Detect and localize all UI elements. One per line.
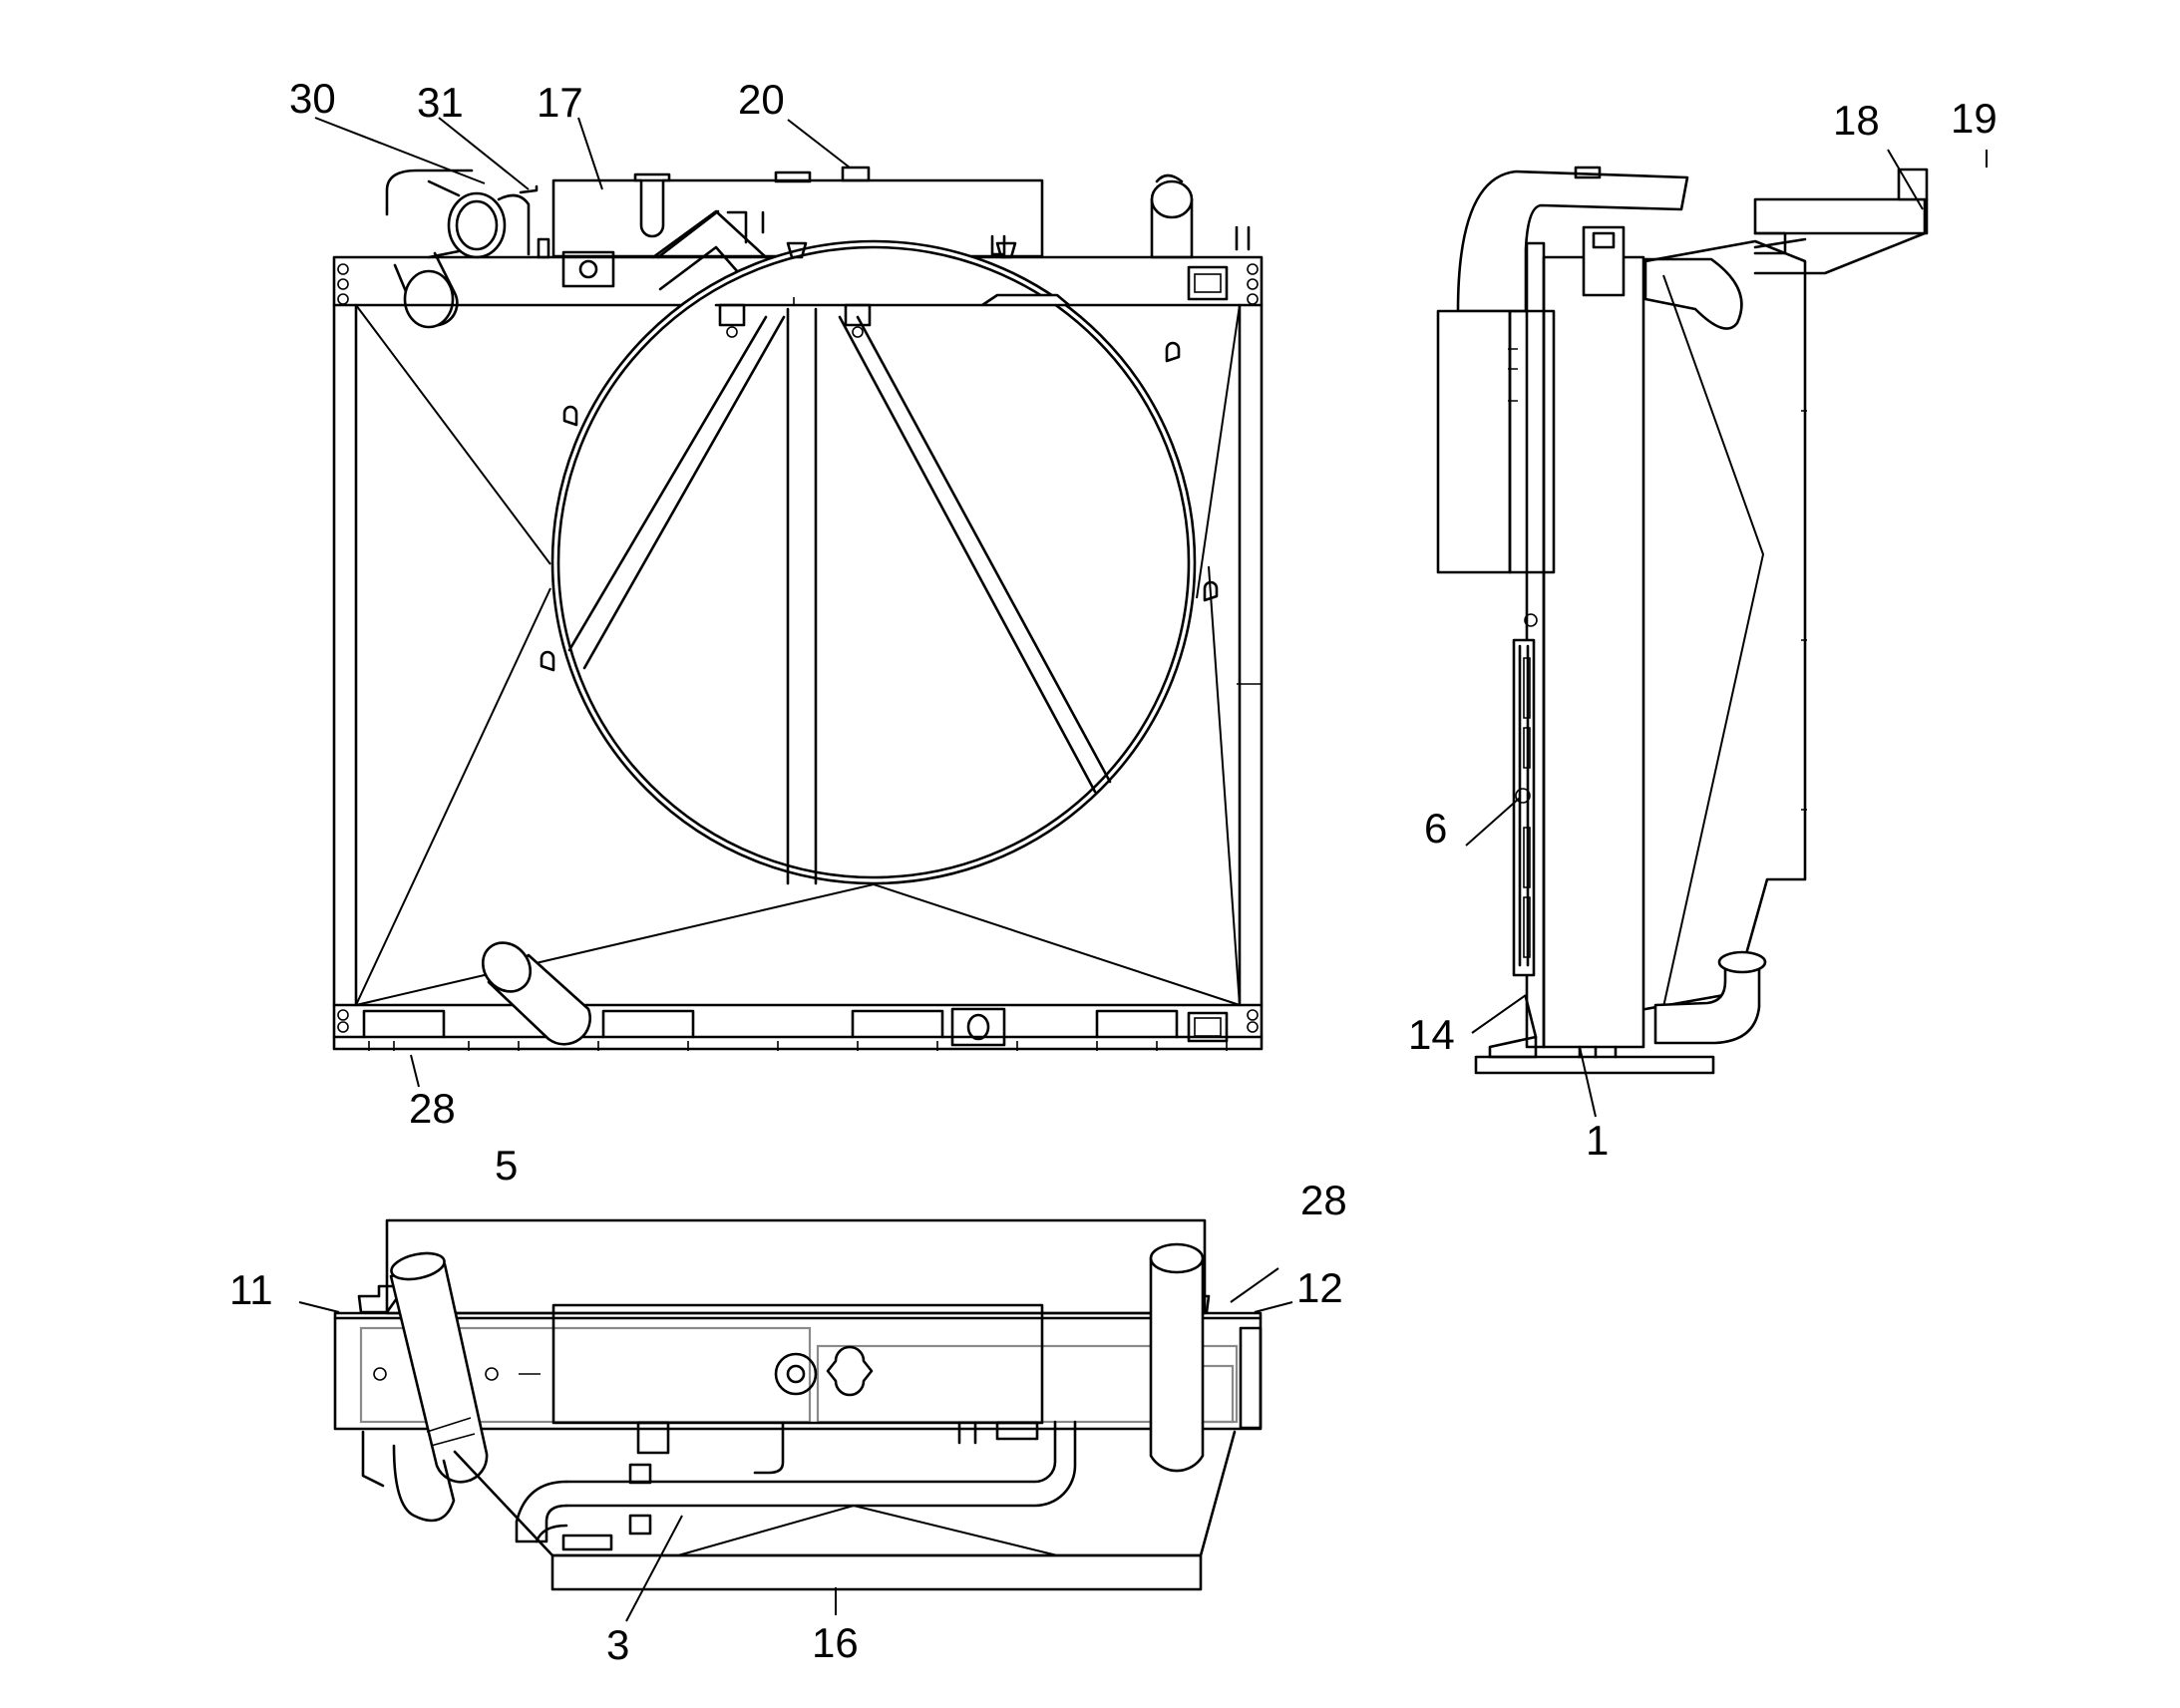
callout-30: 30 [289,75,336,122]
front-left-elbows [385,169,550,329]
callout-28-front: 28 [409,1085,456,1132]
front-right-elbow [1150,173,1251,259]
callout-labels: 30 31 17 20 18 19 6 14 1 28 5 28 11 12 3… [229,75,1998,1668]
callout-5: 5 [495,1142,518,1189]
side-view [1436,166,1929,1075]
front-fan-shroud [540,209,1219,885]
callout-28-top: 28 [1300,1177,1347,1223]
callout-16: 16 [812,1619,859,1666]
callout-3: 3 [606,1621,629,1668]
top-view [333,1218,1263,1591]
callout-11: 11 [229,1266,273,1313]
callout-19: 19 [1951,95,1998,142]
callout-1: 1 [1586,1117,1609,1164]
front-bottom-hose [481,941,591,1046]
callout-17: 17 [537,79,583,126]
callout-20: 20 [738,76,785,123]
callout-12: 12 [1296,1264,1343,1311]
callout-14: 14 [1408,1011,1455,1058]
callout-18: 18 [1833,97,1880,144]
front-view [332,166,1264,1051]
callout-31: 31 [417,79,464,126]
leader-lines [298,117,1988,1622]
callout-6: 6 [1424,805,1447,852]
